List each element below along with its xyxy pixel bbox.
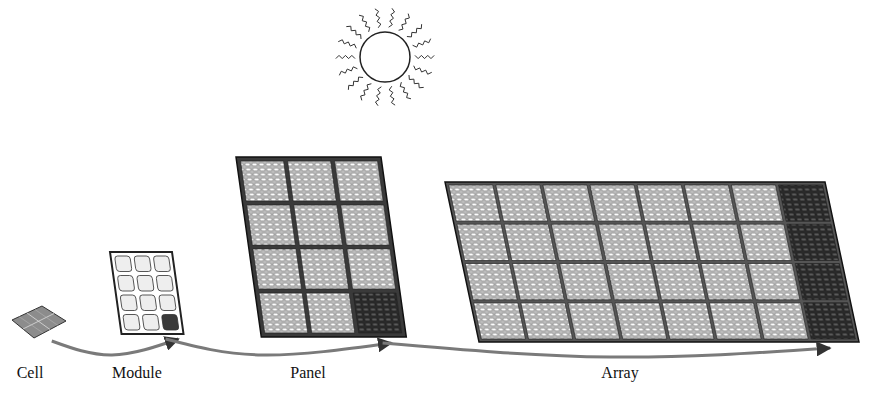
pv-tile	[353, 293, 402, 333]
sun-ray	[375, 87, 381, 106]
pv-tile	[156, 276, 174, 292]
sun-symbol	[336, 8, 434, 105]
pv-tile	[560, 264, 612, 300]
pv-tile	[139, 295, 157, 311]
pv-tile	[335, 161, 384, 201]
pv-tile	[134, 256, 152, 272]
pv-tile	[247, 205, 296, 245]
pv-tile	[474, 303, 526, 339]
pv-tile	[693, 224, 745, 260]
pv-tile	[120, 295, 138, 311]
pv-tile	[306, 293, 355, 333]
pv-tile	[341, 205, 390, 245]
array-picture: Array	[440, 180, 864, 346]
array-picture	[445, 182, 859, 342]
pv-tile	[115, 256, 133, 272]
pv-tile	[465, 264, 517, 300]
pv-tile	[731, 185, 783, 221]
sun-ray	[415, 55, 434, 58]
pv-tile	[153, 256, 171, 272]
pv-tile	[159, 295, 177, 311]
pv-tile	[294, 205, 343, 245]
sun-ray	[407, 24, 422, 37]
sun-ray	[389, 86, 395, 105]
pv-tile	[496, 185, 548, 221]
pv-tile	[568, 303, 620, 339]
stage-label: Panel	[290, 364, 326, 382]
pv-tile	[457, 224, 509, 260]
sun-ray	[400, 82, 411, 99]
sun-ray	[336, 55, 355, 58]
pv-tile	[654, 264, 706, 300]
sun-ray	[346, 26, 361, 39]
pv-tile	[253, 249, 302, 289]
pv-tile	[288, 161, 337, 201]
sun-ray	[338, 40, 356, 48]
sun-ray	[361, 84, 372, 101]
pv-tile	[795, 264, 847, 300]
stage-label: Cell	[17, 364, 44, 382]
sun-ray	[359, 15, 370, 32]
pv-tile	[684, 185, 736, 221]
sun-ray	[339, 67, 357, 75]
sun-ray	[375, 9, 381, 28]
pv-tile	[709, 303, 761, 339]
stage-label: Array	[601, 364, 638, 382]
pv-tile	[259, 293, 308, 333]
sun-ray	[413, 39, 431, 47]
pv-tile	[551, 224, 603, 260]
pv-tile	[662, 303, 714, 339]
pv-tile	[543, 185, 595, 221]
sun-ray	[409, 75, 424, 88]
pv-tile	[521, 303, 573, 339]
flow-arrow	[52, 339, 179, 355]
flow-arrow	[383, 343, 830, 357]
pv-tile	[748, 264, 800, 300]
flow-arrow	[166, 339, 392, 355]
pv-tile	[123, 315, 141, 331]
module-picture: Module	[108, 249, 188, 337]
stage-label: Module	[112, 364, 162, 382]
pv-tile	[804, 303, 856, 339]
module-picture	[110, 252, 184, 334]
pv-tile	[645, 224, 697, 260]
pv-tile	[779, 185, 831, 221]
pv-tile	[300, 249, 349, 289]
pv-tile	[504, 224, 556, 260]
panel-picture	[236, 157, 406, 337]
pv-tile	[607, 264, 659, 300]
pv-tile	[598, 224, 650, 260]
pv-tile	[512, 264, 564, 300]
panel-picture: Panel	[233, 155, 409, 341]
pv-tile	[347, 249, 396, 289]
pv-tile	[449, 185, 501, 221]
pv-tile	[637, 185, 689, 221]
pv-tile	[137, 276, 155, 292]
sun-ray	[348, 77, 363, 90]
pv-tile	[615, 303, 667, 339]
pv-tile	[117, 276, 135, 292]
pv-tile	[161, 315, 179, 331]
pv-tile	[756, 303, 808, 339]
cell-picture	[12, 306, 66, 338]
pv-tile	[787, 224, 839, 260]
sun-ray	[414, 66, 432, 74]
pv-tile	[241, 161, 290, 201]
sun-ray	[399, 14, 410, 31]
pv-tile	[701, 264, 753, 300]
sun-ray	[389, 8, 395, 27]
cell-picture: Cell	[10, 305, 68, 339]
pv-tile	[740, 224, 792, 260]
pv-tile	[590, 185, 642, 221]
pv-tile	[142, 315, 160, 331]
